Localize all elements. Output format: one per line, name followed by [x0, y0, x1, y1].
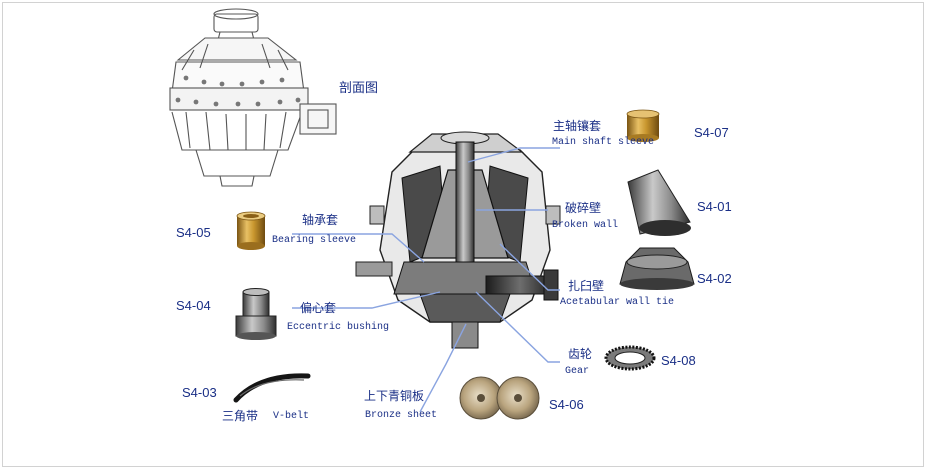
part-s4-06-en: Bronze sheet	[365, 410, 438, 421]
part-s4-04-cn: 偏心套	[300, 301, 337, 315]
bronze-bushing-icon	[236, 211, 266, 250]
part-s4-05-code: S4-05	[176, 225, 211, 240]
part-s4-08-code: S4-08	[661, 353, 696, 368]
bronze-sleeve-icon	[626, 109, 660, 142]
part-s4-08-en: Gear	[565, 366, 590, 377]
part-s4-01-code: S4-01	[697, 199, 732, 214]
part-s4-03-cn: 三角带	[222, 409, 259, 423]
crusher-cross-section	[355, 131, 561, 349]
part-s4-05-en: Bearing sleeve	[272, 235, 357, 246]
v-belt-icon	[233, 373, 311, 403]
crusher-outline-bolts	[175, 75, 301, 107]
part-s4-03-code: S4-03	[182, 385, 217, 400]
part-s4-06-code: S4-06	[549, 397, 584, 412]
part-s4-03-en: V-belt	[273, 411, 310, 422]
part-s4-04-code: S4-04	[176, 298, 211, 313]
part-s4-08-cn: 齿轮	[568, 347, 593, 361]
part-s4-07-code: S4-07	[694, 125, 729, 140]
section-view-label: 剖面图	[339, 81, 379, 96]
bronze-plate-icon	[459, 376, 540, 420]
part-s4-07-cn: 主轴镶套	[553, 119, 602, 133]
bevel-gear-icon	[604, 345, 656, 371]
part-s4-05-cn: 轴承套	[302, 213, 339, 227]
mantle-cone-icon	[627, 169, 691, 236]
part-s4-01-en: Broken wall	[552, 220, 619, 231]
part-s4-02-en: Acetabular wall tie	[560, 297, 675, 308]
crusher-outline-drawing	[169, 8, 337, 187]
part-s4-02-cn: 扎臼壁	[568, 279, 605, 293]
leader-lines	[292, 147, 560, 413]
eccentric-bushing-icon	[235, 288, 277, 340]
part-s4-07-en: Main shaft sleeve	[552, 137, 655, 148]
bowl-liner-icon	[619, 247, 695, 290]
part-s4-02-code: S4-02	[697, 271, 732, 286]
part-s4-06-cn: 上下青铜板	[364, 389, 425, 403]
part-s4-01-cn: 破碎壁	[565, 201, 602, 215]
part-s4-04-en: Eccentric bushing	[287, 322, 390, 333]
